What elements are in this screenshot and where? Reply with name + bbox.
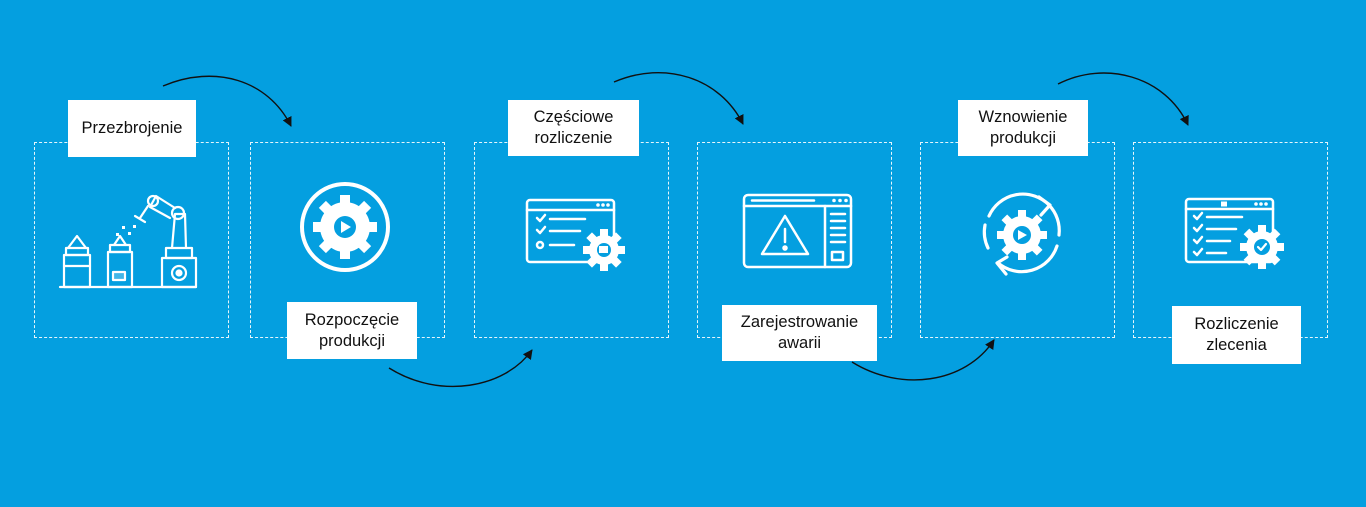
step-label-5: Wznowienie produkcji <box>958 100 1088 156</box>
flow-arrow-2-3 <box>388 349 533 388</box>
gear-refresh-icon <box>982 192 1061 276</box>
flow-arrow-3-4 <box>613 72 744 125</box>
factory-robot-arm-icon <box>58 194 198 289</box>
flow-arrow-1-2 <box>162 75 292 127</box>
checklist-window-gear-icon <box>525 198 625 271</box>
flow-arrow-5-6 <box>1057 72 1189 126</box>
step-label-6: Rozliczenie zlecenia <box>1172 306 1301 364</box>
checklist-gear-check-icon <box>1184 197 1284 269</box>
step-label-1: Przezbrojenie <box>68 100 196 157</box>
flow-arrow-4-5 <box>851 339 995 381</box>
step-label-2: Rozpoczęcie produkcji <box>287 302 417 359</box>
step-label-4: Zarejestrowanie awarii <box>722 305 877 361</box>
gear-play-icon <box>300 182 390 272</box>
step-label-3: Częściowe rozliczenie <box>508 100 639 156</box>
warning-window-icon <box>742 193 853 269</box>
